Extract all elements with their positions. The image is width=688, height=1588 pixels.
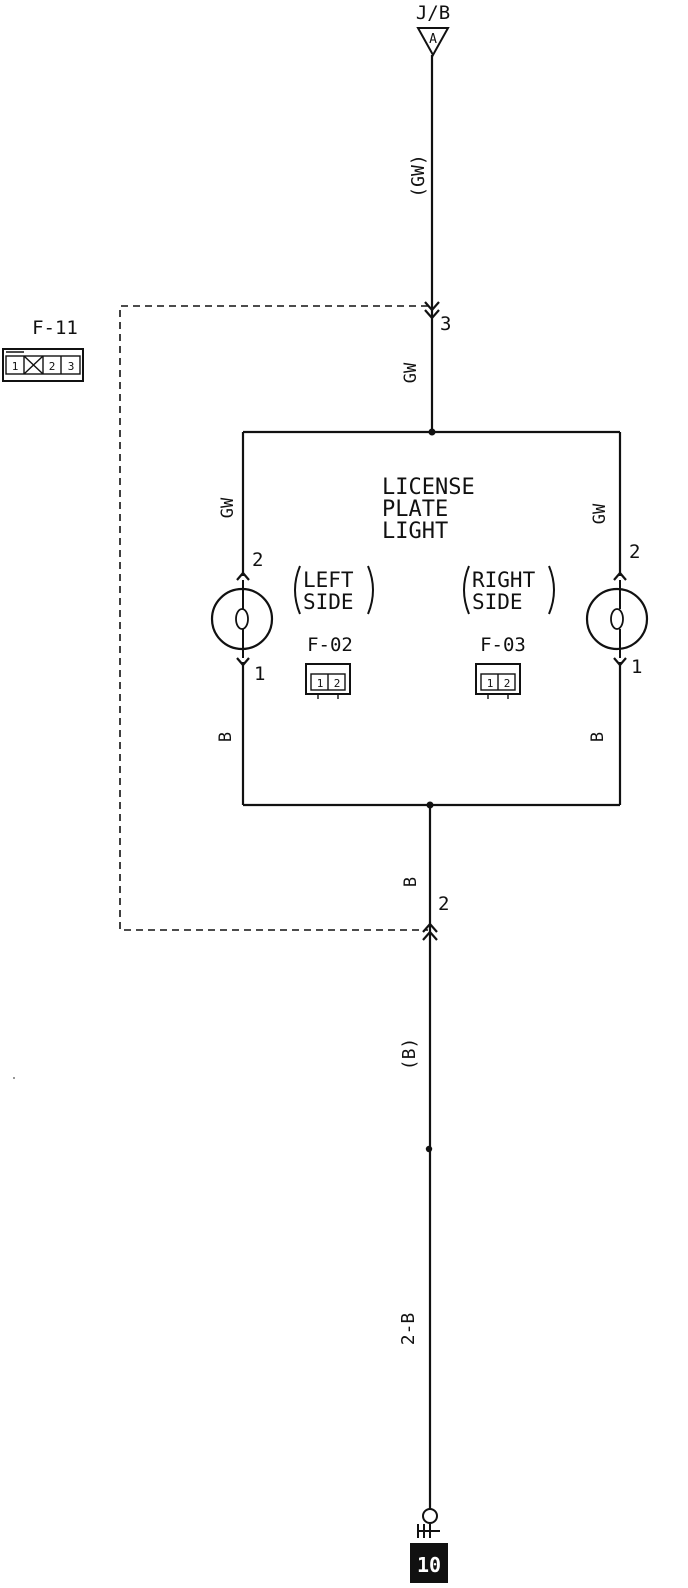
component-title-line1: LICENSE [382,475,475,500]
top-wire-color-label: GW [401,362,421,383]
connector-f03-pin-2: 2 [504,677,511,690]
left-lamp-bulb-icon [210,580,274,658]
bottom-wire-color-label: B [401,877,421,887]
connector-f02-pin-2: 2 [334,677,341,690]
right-side-label-line2: SIDE [472,590,523,614]
component-title-line2: PLATE [382,497,448,522]
left-lamp-bottom-arrow [236,657,250,667]
top-harness-color-label: (GW) [408,154,429,197]
connector-f02-pin-1: 1 [317,677,324,690]
right-side-open-bracket [463,565,470,615]
pin2-connector-arrow-b [422,930,438,941]
ground-point-badge [410,1543,448,1583]
bottom-pin-number: 2 [438,893,449,915]
connector-f11-pin-2: 2 [49,360,56,373]
left-side-close-bracket [367,565,374,615]
connector-f11-pin-1: 1 [12,360,19,373]
connector-f11-pin-3: 3 [68,360,75,373]
junction-block-label: J/B [416,2,450,24]
ground-point-number: 10 [417,1553,441,1577]
left-side-label-line2: SIDE [303,590,354,614]
top-splice-point [428,428,436,436]
connector-f02-icon [305,663,351,699]
connector-f11-icon [2,348,84,382]
left-pin-bottom: 1 [254,663,265,685]
top-pin-number: 3 [440,313,451,335]
connector-f02-label: F-02 [307,634,353,656]
right-pin-top: 2 [629,541,640,563]
right-wire-top-color: GW [590,503,610,524]
left-side-label-line1: LEFT [303,568,354,592]
right-side-label-line1: RIGHT [472,568,536,592]
connector-f03-icon [475,663,521,699]
junction-block-connector-label: A [429,32,437,47]
scan-speck [13,1077,15,1079]
right-lamp-bulb-icon [585,580,649,658]
connector-f11-boundary [119,305,428,931]
right-wire-bottom-color: B [588,732,608,742]
right-lamp-top-arrow [613,571,627,581]
component-title-line3: LIGHT [382,519,448,544]
pin2-connector-arrow-a [422,922,438,933]
connector-f11-label: F-11 [32,317,78,339]
right-side-close-bracket [548,565,555,615]
left-wire-top-color: GW [218,497,238,518]
mid-splice-point [425,1145,433,1153]
left-lamp-top-arrow [236,571,250,581]
ground-wire-label: 2-B [398,1313,419,1346]
connector-f03-label: F-03 [480,634,526,656]
bottom-harness-color-label: (B) [399,1038,420,1071]
junction-block-connector-icon [416,27,450,58]
pin3-connector-arrow-b [424,309,440,320]
connector-f03-pin-1: 1 [487,677,494,690]
left-pin-top: 2 [252,549,263,571]
left-side-open-bracket [294,565,301,615]
right-lamp-bottom-arrow [613,657,627,667]
pin3-connector-arrow-a [424,301,440,312]
right-pin-bottom: 1 [631,656,642,678]
left-wire-bottom-color: B [216,732,236,742]
ground-symbol-icon [417,1508,440,1538]
